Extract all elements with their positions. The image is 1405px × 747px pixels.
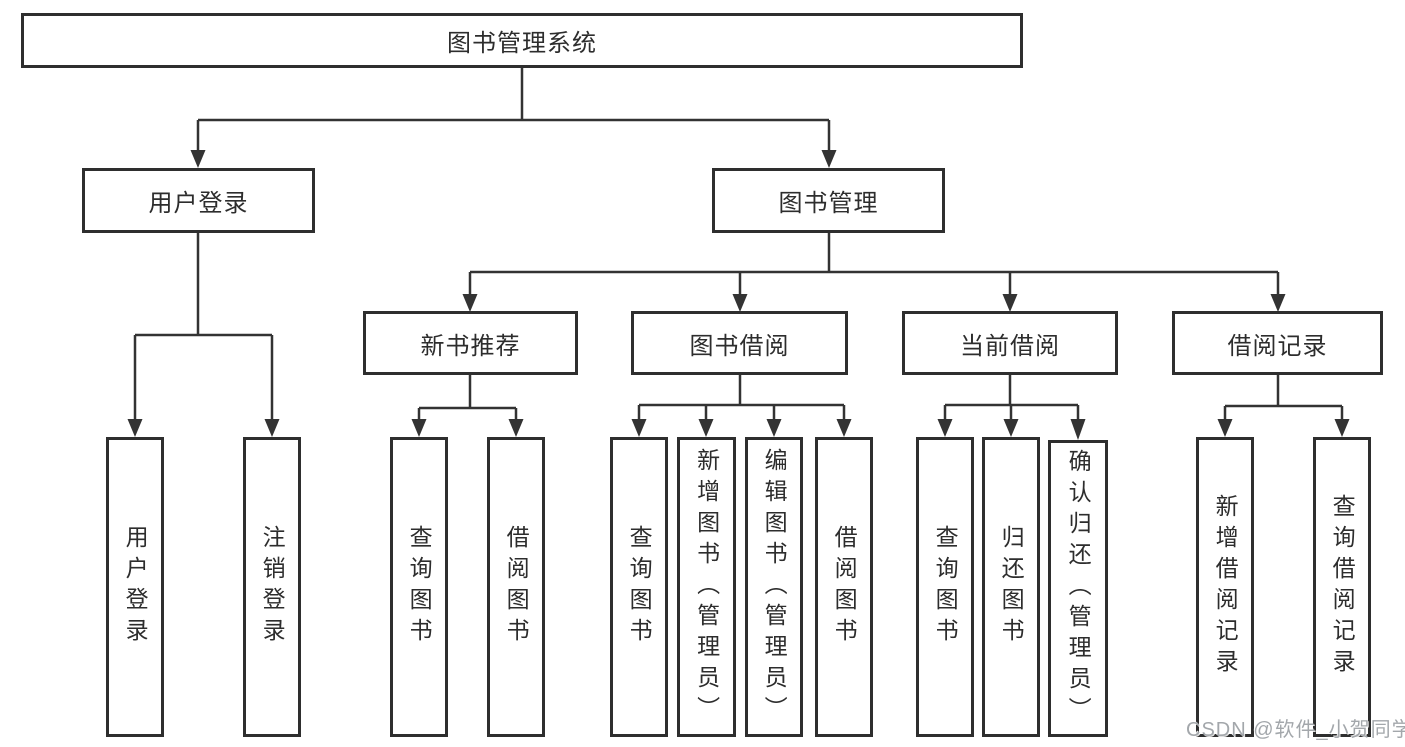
arrowhead-icon [190,150,206,168]
leaf-confirm-return-admin-label: 确认归还（管理员） [1065,449,1092,728]
node-root: 图书管理系统 [21,13,1023,68]
node-new-book-recommend-label: 新书推荐 [420,332,521,360]
node-book-borrow: 图书借阅 [631,311,848,375]
node-book-management: 图书管理 [712,168,945,233]
csdn-watermark: CSDN @软件_小贺同学 [1186,719,1405,741]
leaf-edit-books-admin-label: 编辑图书（管理员） [761,447,788,727]
node-new-book-recommend: 新书推荐 [363,311,578,375]
leaf-logout-label: 注销登录 [259,525,286,649]
leaf-query-borrow-record-label: 查询借阅记录 [1329,494,1356,680]
node-user-login-label: 用户登录 [148,190,249,217]
arrowhead-icon [1334,419,1350,437]
arrowhead-icon [1270,294,1286,312]
leaf-query-books-current: 查询图书 [916,437,974,737]
arrowhead-icon [264,419,280,437]
arrowhead-icon [1070,419,1086,440]
leaf-add-books-admin-label: 新增图书（管理员） [693,447,720,727]
arrowhead-icon [1217,419,1233,437]
arrowhead-icon [836,419,852,437]
arrowhead-icon [1003,419,1019,437]
connector-book-mgmt-to-level3 [462,233,1286,312]
leaf-return-books: 归还图书 [982,437,1040,737]
leaf-query-books-borrow-label: 查询图书 [626,525,653,649]
arrowhead-icon [698,419,714,437]
arrowhead-icon [937,419,953,437]
leaf-add-books-admin: 新增图书（管理员） [677,437,736,737]
connector-records-to-leaves [1217,375,1350,437]
connector-borrow-to-leaves [631,375,852,437]
leaf-query-books-recommend-label: 查询图书 [406,525,433,649]
arrowhead-icon [462,294,478,312]
leaf-user-login: 用户登录 [106,437,164,737]
node-book-borrow-label: 图书借阅 [689,332,790,360]
arrowhead-icon [508,419,524,437]
leaf-return-books-label: 归还图书 [998,525,1025,649]
arrowhead-icon [1002,294,1018,312]
node-root-label: 图书管理系统 [447,30,597,57]
leaf-query-borrow-record: 查询借阅记录 [1313,437,1371,737]
leaf-add-borrow-record: 新增借阅记录 [1196,437,1254,737]
leaf-confirm-return-admin: 确认归还（管理员） [1048,440,1108,737]
arrowhead-icon [732,294,748,312]
arrowhead-icon [411,419,427,437]
arrowhead-icon [631,419,647,437]
node-current-borrow-label: 当前借阅 [960,332,1060,360]
leaf-logout: 注销登录 [243,437,301,737]
leaf-borrow-books-borrow: 借阅图书 [815,437,873,737]
connector-root-to-level2 [190,68,837,168]
node-user-login: 用户登录 [82,168,315,233]
leaf-add-borrow-record-label: 新增借阅记录 [1212,494,1239,680]
connector-user-login-to-leaves [127,233,280,437]
leaf-borrow-books-recommend-label: 借阅图书 [503,525,530,649]
node-book-management-label: 图书管理 [778,190,879,217]
connector-recommend-to-leaves [411,375,524,437]
node-current-borrow: 当前借阅 [902,311,1118,375]
node-borrow-records-label: 借阅记录 [1227,332,1328,360]
leaf-query-books-borrow: 查询图书 [610,437,668,737]
connector-current-to-leaves [937,375,1086,440]
leaf-query-books-current-label: 查询图书 [932,525,959,649]
node-borrow-records: 借阅记录 [1172,311,1383,375]
leaf-borrow-books-borrow-label: 借阅图书 [831,525,858,649]
leaf-borrow-books-recommend: 借阅图书 [487,437,545,737]
leaf-query-books-recommend: 查询图书 [390,437,448,737]
arrowhead-icon [821,150,837,168]
leaf-user-login-label: 用户登录 [122,525,149,649]
arrowhead-icon [127,419,143,437]
arrowhead-icon [766,419,782,437]
leaf-edit-books-admin: 编辑图书（管理员） [745,437,803,737]
